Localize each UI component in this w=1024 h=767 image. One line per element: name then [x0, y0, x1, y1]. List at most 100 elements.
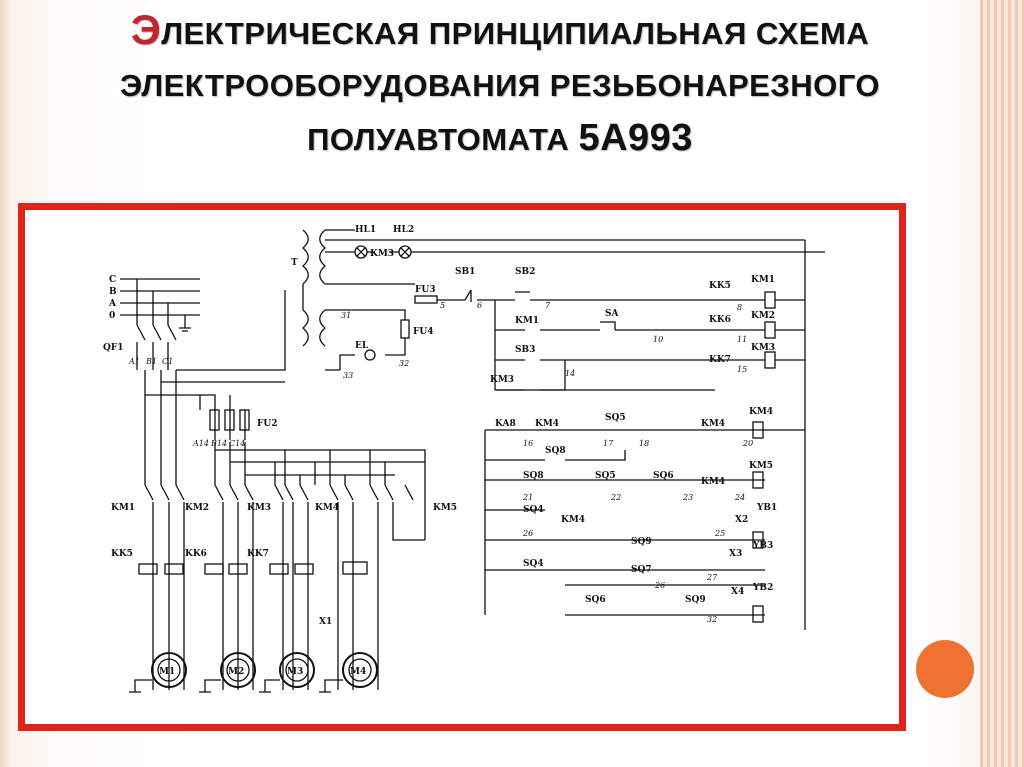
schematic-label: лектрическая принципиальная схема [161, 16, 870, 51]
schematic-label: KM5 [749, 461, 773, 471]
schematic-label: 16 [523, 439, 533, 448]
motor-m4: M4 [342, 652, 378, 688]
coil-km2 [764, 321, 776, 339]
schematic-label: 6 [477, 301, 482, 310]
fu4-fuse [400, 319, 410, 339]
schematic-element [348, 658, 372, 682]
kk7-element [269, 563, 289, 575]
phase-0-label: 0 [109, 311, 115, 321]
sb1-label: SB1 [455, 267, 475, 277]
kk6-element [204, 563, 224, 575]
schematic-label: X3 [729, 549, 742, 559]
motor-feeders [152, 502, 425, 690]
coil-yb2 [752, 605, 764, 623]
schematic-label: A1 [128, 357, 140, 366]
schematic-label: 5 [440, 301, 445, 310]
schematic-label: 31 [341, 311, 351, 320]
schematic-label: KM5 [433, 503, 457, 513]
schematic-label: KM4 [535, 419, 559, 429]
schematic-label: 20 [742, 439, 753, 448]
schematic-label: 15 [737, 365, 747, 374]
schematic-label: полуавтомата [307, 122, 579, 157]
fu2-label: FU2 [257, 419, 278, 429]
slide-title: Электрическая принципиальная схема элект… [40, 4, 960, 166]
schematic-element [220, 652, 256, 688]
right-stripe-decoration [980, 0, 1024, 767]
schematic-label: SQ4 [523, 505, 544, 515]
right-return-bus [325, 239, 806, 630]
schematic-element [285, 658, 309, 682]
schematic-label: KM3 [247, 503, 271, 513]
schematic-label: 21 [522, 493, 533, 502]
sb3-label: SB3 [515, 345, 535, 355]
ctrl-rows-upper [495, 321, 715, 391]
schematic-label: X2 [735, 515, 748, 525]
schematic-element [157, 658, 181, 682]
schematic-label: KM3 [490, 375, 514, 385]
motor-m2: M2 [220, 652, 256, 688]
schematic-label: KK5 [709, 281, 731, 291]
schematic-label: SQ6 [585, 595, 606, 605]
schematic-label: KM4 [749, 407, 773, 417]
phase-bus-lines [120, 278, 200, 316]
schematic-label: 10 [653, 335, 663, 344]
ka8-label: KA8 [495, 419, 516, 429]
schematic-label: SQ4 [523, 559, 544, 569]
schematic-label: KM2 [751, 311, 775, 321]
sb2-label: SB2 [515, 267, 535, 277]
schematic-label: KM2 [185, 503, 209, 513]
fu4-label: FU4 [413, 327, 434, 337]
schematic-label: KM4 [701, 477, 725, 487]
coil-yb1 [752, 531, 764, 549]
qf1-breaker [136, 324, 177, 370]
schematic-label: 32 [399, 359, 409, 368]
schematic-label: SQ8 [545, 446, 566, 456]
left-edge-decoration [0, 0, 10, 767]
hl2-label: HL2 [393, 225, 414, 235]
schematic-element [226, 658, 250, 682]
coil-km5 [752, 471, 764, 489]
schematic-label: 14 [565, 369, 575, 378]
sb1-button [437, 289, 495, 302]
schematic-label: 8 [737, 303, 742, 312]
wiring-diagram: C B A 0 QF1 A1 B1 C1 FU2 A14 B14 C14 T H… [103, 225, 825, 693]
schematic-label: C1 [162, 357, 173, 366]
schematic-label: YB1 [756, 503, 777, 513]
schematic-label: 22 [610, 493, 621, 502]
schematic-label: KM4 [561, 515, 585, 525]
coil-km1 [764, 291, 776, 309]
phase-a-label: A [108, 299, 117, 309]
contactor-switches [144, 484, 414, 501]
schematic-label: 7 [545, 301, 551, 310]
el-lamp [364, 349, 376, 361]
schematic-label: SQ8 [523, 471, 544, 481]
schematic-label: 5А993 [578, 117, 693, 159]
schematic-element [294, 563, 314, 575]
schematic-label: SQ9 [685, 595, 706, 605]
schematic-element [279, 652, 315, 688]
schematic-label: M4 [350, 667, 366, 677]
schematic-label: KK6 [709, 315, 731, 325]
qf1-label: QF1 [103, 343, 124, 353]
lamp-wiring [356, 247, 825, 257]
schematic-label: 23 [682, 493, 693, 502]
transformer-taps [302, 229, 415, 371]
transformer-label: T [291, 258, 298, 268]
fu4-wire [340, 309, 406, 320]
coil-km3 [764, 351, 776, 369]
schematic-label: 11 [737, 335, 747, 344]
schematic-label: 32 [707, 615, 717, 624]
kk-contacts [495, 299, 765, 391]
schematic-label: M3 [287, 667, 303, 677]
schematic-label: M2 [228, 667, 244, 677]
schematic-label: KK6 [185, 549, 207, 559]
schematic-label: C14 [229, 439, 245, 448]
schematic-element [151, 652, 187, 688]
lamp-km3-label: KM3 [370, 249, 394, 259]
schematic-label: Э [130, 6, 162, 53]
hl1-label: HL1 [355, 225, 376, 235]
decorative-orange-circle [916, 640, 974, 698]
el-wire [339, 338, 406, 370]
schematic-label: KK5 [111, 549, 133, 559]
schematic-label: M1 [159, 667, 175, 677]
